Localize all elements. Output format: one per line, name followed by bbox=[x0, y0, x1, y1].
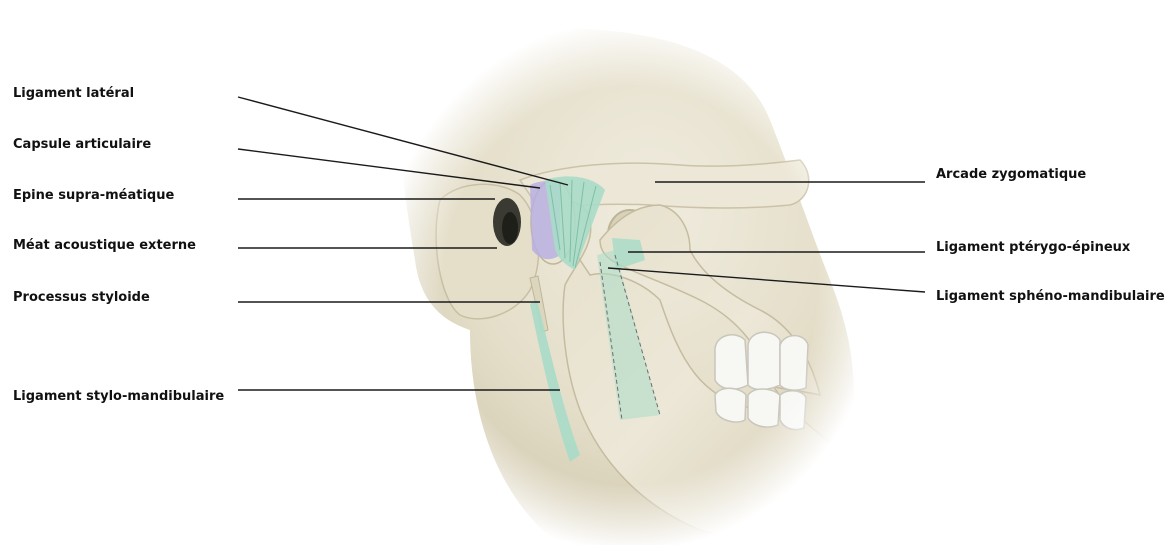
label-ligament-lateral: Ligament latéral bbox=[13, 86, 134, 102]
label-processus-styloide: Processus styloide bbox=[13, 290, 150, 306]
label-epine-supra-meatique: Epine supra-méatique bbox=[13, 188, 174, 204]
label-ligament-pterygo-epineux: Ligament ptérygo-épineux bbox=[936, 240, 1130, 256]
label-arcade-zygomatique: Arcade zygomatique bbox=[936, 167, 1086, 183]
label-meat-acoustique: Méat acoustique externe bbox=[13, 238, 196, 254]
label-ligament-spheno-mandibulaire: Ligament sphéno-mandibulaire bbox=[936, 289, 1165, 305]
label-capsule-articulaire: Capsule articulaire bbox=[13, 137, 151, 153]
label-ligament-stylo-mandibulaire: Ligament stylo-mandibulaire bbox=[13, 389, 224, 405]
